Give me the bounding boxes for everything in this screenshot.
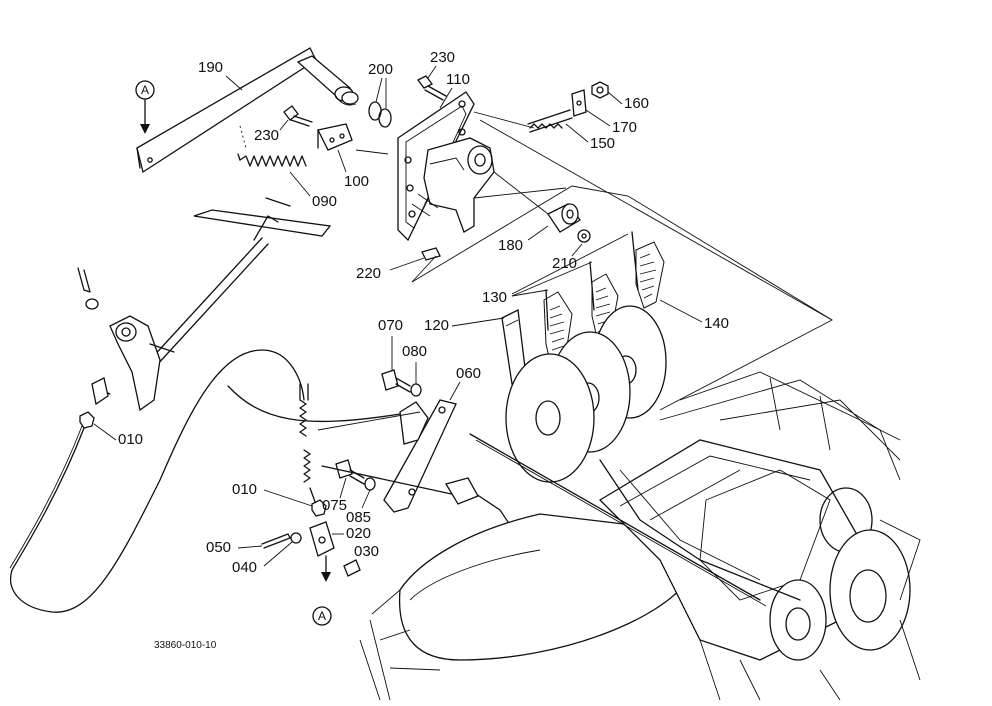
part-100-bracket <box>317 123 353 151</box>
label-020: 020 <box>346 525 371 542</box>
pedal-linkage-rod <box>149 197 332 367</box>
brake-arm-lower <box>91 315 175 412</box>
label-210: 210 <box>552 255 577 272</box>
label-120: 120 <box>424 317 449 334</box>
label-040: 040 <box>232 559 257 576</box>
part-220-pin <box>421 247 441 261</box>
label-140: 140 <box>704 315 729 332</box>
label-070: 070 <box>378 317 403 334</box>
part-210-washer <box>577 229 591 243</box>
part-200-orings <box>368 101 392 128</box>
label-075: 075 <box>322 497 347 514</box>
part-040-washer <box>290 532 302 544</box>
part-070-bolt <box>381 369 411 393</box>
part-060-bracket <box>383 399 457 513</box>
part-160-nut <box>591 81 609 99</box>
part-090-spring <box>237 153 307 167</box>
label-110: 110 <box>446 71 470 88</box>
part-190-lever-bar <box>136 47 359 174</box>
label-100: 100 <box>344 173 369 190</box>
part-140-pedal-pad <box>631 231 665 309</box>
ref-bottom-letter: A <box>318 609 326 623</box>
label-085: 085 <box>346 509 371 526</box>
label-220: 220 <box>356 265 381 282</box>
ref-circle-top: A <box>135 80 155 134</box>
split-pin <box>77 267 99 310</box>
ref-circle-bottom: A <box>312 606 332 626</box>
connection-lines <box>227 385 521 543</box>
part-170-washer <box>571 89 587 117</box>
label-030: 030 <box>354 543 379 560</box>
part-150-stud <box>527 109 573 133</box>
label-160: 160 <box>624 95 649 112</box>
label-060: 060 <box>456 365 481 382</box>
label-010-lower: 010 <box>232 481 257 498</box>
label-050: 050 <box>206 539 231 556</box>
part-080-washer <box>410 383 422 397</box>
part-020-clevis <box>309 521 335 582</box>
label-150: 150 <box>590 135 615 152</box>
brake-cable <box>9 349 319 613</box>
label-090: 090 <box>312 193 337 210</box>
label-010-left: 010 <box>118 431 143 448</box>
part-230-bolt-lower <box>283 105 313 127</box>
label-080: 080 <box>402 343 427 360</box>
part-180-collar <box>547 203 581 233</box>
part-050-split-pin <box>261 533 291 549</box>
part-030-pin <box>343 559 361 577</box>
drawing-code: 33860-010-10 <box>154 640 217 651</box>
label-130: 130 <box>482 289 507 306</box>
label-230-upper: 230 <box>430 49 455 66</box>
label-170: 170 <box>612 119 637 136</box>
part-085-washer <box>364 477 376 491</box>
part-230-bolt-upper <box>417 75 447 101</box>
label-190: 190 <box>198 59 223 76</box>
tractor-body <box>359 371 921 701</box>
ref-top-letter: A <box>141 83 149 97</box>
part-010-nut-left <box>79 411 95 429</box>
part-075-bolt <box>335 459 365 485</box>
guide-lines <box>355 111 833 411</box>
label-230-lower: 230 <box>254 127 279 144</box>
part-110-plate <box>397 91 495 242</box>
part-010-nut-lower <box>311 499 327 517</box>
label-200: 200 <box>368 61 393 78</box>
brake-discs <box>505 305 667 483</box>
label-180: 180 <box>498 237 523 254</box>
callout-labels: 190 200 230 110 160 170 150 230 100 090 … <box>93 49 729 651</box>
